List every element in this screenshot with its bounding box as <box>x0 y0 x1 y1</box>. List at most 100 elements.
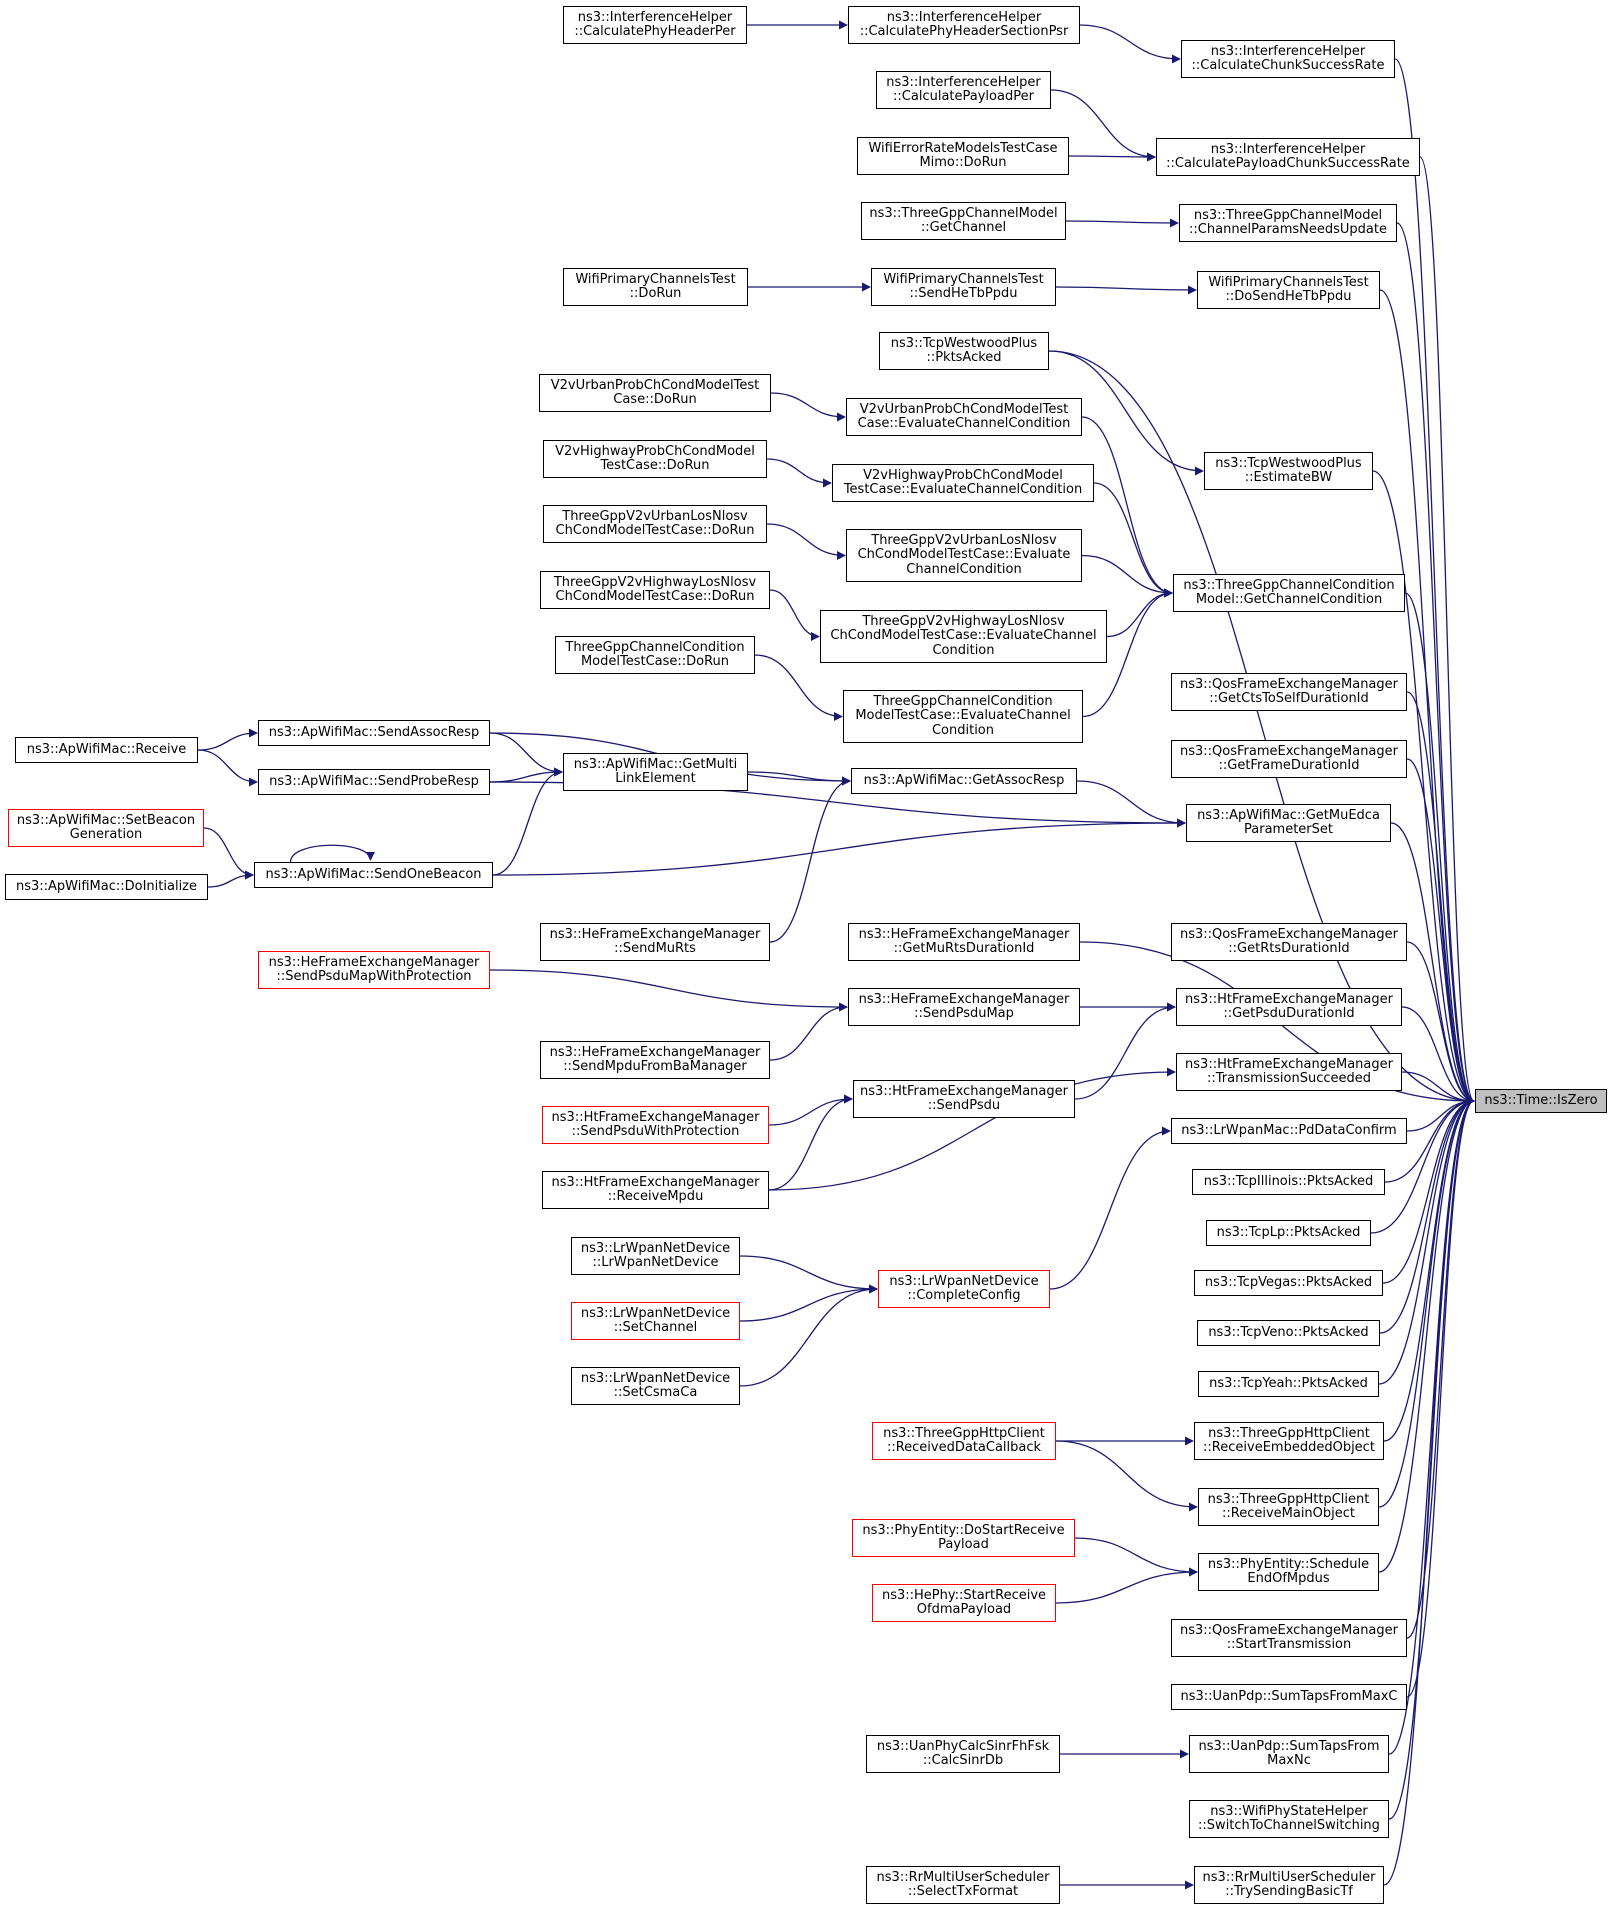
node-ap-wifi-mac-receive[interactable]: ns3::ApWifiMac::Receive <box>15 737 198 763</box>
edge-m4-to-n3 <box>1065 218 1179 228</box>
node-send-probe-resp[interactable]: ns3::ApWifiMac::SendProbeResp <box>258 769 490 795</box>
node-get-mu-rts-duration-id[interactable]: ns3::HeFrameExchangeManager::GetMuRtsDur… <box>848 923 1080 961</box>
edge-j1-to-k1 <box>197 728 258 751</box>
node-send-mu-rts[interactable]: ns3::HeFrameExchangeManager::SendMuRts <box>540 923 770 961</box>
edge-n18-to-root <box>1382 1096 1475 1284</box>
node-get-rts-duration-id[interactable]: ns3::QosFrameExchangeManager::GetRtsDura… <box>1171 923 1407 961</box>
edge-n13-to-root <box>1401 1006 1475 1106</box>
node-try-sending-basic-tf[interactable]: ns3::RrMultiUserScheduler::TrySendingBas… <box>1194 1866 1384 1904</box>
edge-m10-to-n7 <box>1082 588 1173 718</box>
node-sum-taps-from-max-c[interactable]: ns3::UanPdp::SumTapsFromMaxC <box>1171 1684 1407 1710</box>
edge-m11-to-n10 <box>1076 780 1186 828</box>
edge-n10-to-root <box>1390 822 1475 1106</box>
node-start-transmission[interactable]: ns3::QosFrameExchangeManager::StartTrans… <box>1171 1619 1407 1657</box>
node-receive-embedded-object[interactable]: ns3::ThreeGppHttpClient::ReceiveEmbedded… <box>1194 1422 1384 1460</box>
edge-n6-to-root <box>1372 470 1475 1106</box>
edge-m3-to-n2 <box>1068 152 1156 162</box>
edge-j2-to-k3 <box>203 827 254 880</box>
node-primary-channels-do-run[interactable]: WifiPrimaryChannelsTest::DoRun <box>563 268 748 306</box>
node-get-frame-duration-id[interactable]: ns3::QosFrameExchangeManager::GetFrameDu… <box>1171 740 1407 778</box>
node-channel-params-needs-update[interactable]: ns3::ThreeGppChannelModel::ChannelParams… <box>1179 204 1397 242</box>
node-send-psdu-with-protection[interactable]: ns3::HtFrameExchangeManager::SendPsduWit… <box>542 1106 769 1144</box>
node-receive-mpdu[interactable]: ns3::HtFrameExchangeManager::ReceiveMpdu <box>542 1171 769 1209</box>
node-lr-wpan-net-device-ctor[interactable]: ns3::LrWpanNetDevice::LrWpanNetDevice <box>571 1237 740 1275</box>
node-pd-data-confirm[interactable]: ns3::LrWpanMac::PdDataConfirm <box>1171 1118 1407 1144</box>
edge-l7-to-m10 <box>754 654 843 721</box>
edge-l13-to-m14 <box>739 1255 878 1294</box>
edge-n12-to-root <box>1406 941 1475 1106</box>
node-get-cts-to-self-duration-id[interactable]: ns3::QosFrameExchangeManager::GetCtsToSe… <box>1171 673 1407 711</box>
node-get-psdu-duration-id[interactable]: ns3::HtFrameExchangeManager::GetPsduDura… <box>1176 988 1402 1026</box>
edge-k3-to-l8 <box>492 767 563 876</box>
edge-m15-to-n22 <box>1055 1440 1198 1512</box>
node-received-data-callback[interactable]: ns3::ThreeGppHttpClient::ReceivedDataCal… <box>872 1422 1056 1460</box>
edge-n5-to-n6 <box>1048 350 1204 476</box>
edge-n9-to-root <box>1406 758 1475 1106</box>
node-do-send-he-tb-ppdu[interactable]: WifiPrimaryChannelsTest::DoSendHeTbPpdu <box>1197 271 1380 309</box>
edge-n23-to-root <box>1378 1096 1475 1573</box>
node-three-gpp-get-channel[interactable]: ns3::ThreeGppChannelModel::GetChannel <box>861 202 1066 240</box>
node-tcp-vegas-pkts-acked[interactable]: ns3::TcpVegas::PktsAcked <box>1194 1270 1383 1296</box>
edge-l8-to-m11 <box>747 771 851 786</box>
edge-n14-to-root <box>1401 1071 1475 1106</box>
node-calculate-chunk-success-rate[interactable]: ns3::InterferenceHelper::CalculateChunkS… <box>1181 40 1395 78</box>
node-get-assoc-resp[interactable]: ns3::ApWifiMac::GetAssocResp <box>851 768 1077 794</box>
node-send-he-tb-ppdu[interactable]: WifiPrimaryChannelsTest::SendHeTbPpdu <box>871 268 1056 306</box>
edge-n3-to-root <box>1396 222 1475 1106</box>
node-tcp-veno-pkts-acked[interactable]: ns3::TcpVeno::PktsAcked <box>1197 1320 1380 1346</box>
node-calculate-phy-header-per[interactable]: ns3::InterferenceHelper::CalculatePhyHea… <box>563 6 747 44</box>
node-send-psdu[interactable]: ns3::HtFrameExchangeManager::SendPsdu <box>853 1080 1075 1118</box>
node-send-mpdu-from-ba-manager[interactable]: ns3::HeFrameExchangeManager::SendMpduFro… <box>540 1041 770 1079</box>
node-send-psdu-map[interactable]: ns3::HeFrameExchangeManager::SendPsduMap <box>848 988 1080 1026</box>
node-select-tx-format[interactable]: ns3::RrMultiUserScheduler::SelectTxForma… <box>866 1866 1060 1904</box>
node-send-one-beacon[interactable]: ns3::ApWifiMac::SendOneBeacon <box>254 862 493 888</box>
node-calculate-payload-chunk-success-rate[interactable]: ns3::InterferenceHelper::CalculatePayloa… <box>1156 138 1420 176</box>
edge-m16-to-n23 <box>1074 1537 1198 1577</box>
node-tcp-westwood-estimate-bw[interactable]: ns3::TcpWestwoodPlus::EstimateBW <box>1204 452 1373 490</box>
edge-k2-to-l8 <box>489 767 563 783</box>
node-send-assoc-resp[interactable]: ns3::ApWifiMac::SendAssocResp <box>258 720 490 746</box>
node-tcp-lp-pkts-acked[interactable]: ns3::TcpLp::PktsAcked <box>1206 1220 1371 1246</box>
node-transmission-succeeded[interactable]: ns3::HtFrameExchangeManager::Transmissio… <box>1176 1053 1402 1091</box>
node-switch-to-channel-switching[interactable]: ns3::WifiPhyStateHelper::SwitchToChannel… <box>1189 1800 1389 1838</box>
node-calc-sinr-db[interactable]: ns3::UanPhyCalcSinrFhFsk::CalcSinrDb <box>866 1735 1060 1773</box>
node-tcp-illinois-pkts-acked[interactable]: ns3::TcpIllinois::PktsAcked <box>1192 1169 1385 1195</box>
node-complete-config[interactable]: ns3::LrWpanNetDevice::CompleteConfig <box>878 1270 1050 1308</box>
edge-l4-to-m7 <box>766 458 832 488</box>
node-send-psdu-map-with-protection[interactable]: ns3::HeFrameExchangeManager::SendPsduMap… <box>258 951 490 989</box>
edge-n8-to-root <box>1406 691 1475 1106</box>
edge-m7-to-n7 <box>1093 482 1173 598</box>
edge-l10-to-m12 <box>769 1002 848 1061</box>
node-tcp-westwood-pkts-acked[interactable]: ns3::TcpWestwoodPlus::PktsAcked <box>879 332 1049 370</box>
node-lr-wpan-set-channel[interactable]: ns3::LrWpanNetDevice::SetChannel <box>571 1302 740 1340</box>
edge-n22-to-root <box>1378 1096 1475 1508</box>
node-receive-main-object[interactable]: ns3::ThreeGppHttpClient::ReceiveMainObje… <box>1198 1488 1379 1526</box>
node-calculate-payload-per[interactable]: ns3::InterferenceHelper::CalculatePayloa… <box>876 71 1051 109</box>
edge-n19-to-root <box>1379 1096 1475 1334</box>
edge-l6-to-m9 <box>769 589 820 641</box>
node-calculate-phy-header-section-psr[interactable]: ns3::InterferenceHelper::CalculatePhyHea… <box>848 6 1080 44</box>
node-ap-wifi-mac-do-initialize[interactable]: ns3::ApWifiMac::DoInitialize <box>5 874 208 900</box>
node-tcp-yeah-pkts-acked[interactable]: ns3::TcpYeah::PktsAcked <box>1198 1371 1379 1397</box>
node-lr-wpan-set-csma-ca[interactable]: ns3::LrWpanNetDevice::SetCsmaCa <box>571 1367 740 1405</box>
